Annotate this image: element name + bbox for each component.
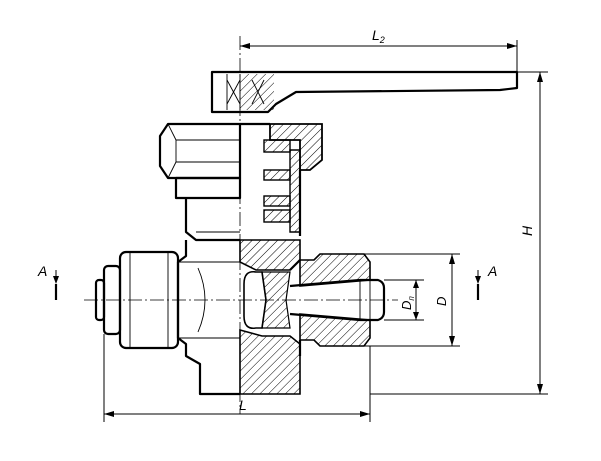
dn-label: Dп xyxy=(399,296,416,310)
dimension-l: L xyxy=(103,334,371,422)
right-connector-section xyxy=(289,253,386,356)
body-section xyxy=(239,239,301,395)
section-a-right-label: A xyxy=(487,263,497,279)
dimension-dn: Dп xyxy=(384,279,424,321)
section-a-left-label: A xyxy=(37,263,47,279)
d-label: D xyxy=(434,297,449,306)
dimension-d: D xyxy=(364,253,460,347)
l2-label: L2 xyxy=(372,27,385,45)
valve-body xyxy=(176,240,240,396)
dimension-l2: L2 xyxy=(240,27,518,72)
section-marker-right: A xyxy=(475,263,497,300)
l-label: L xyxy=(239,397,247,413)
h-label: H xyxy=(519,225,535,236)
section-marker-left: A xyxy=(37,263,59,300)
valve-neck xyxy=(184,198,240,242)
gland-section xyxy=(240,122,323,236)
handle-lever xyxy=(210,70,519,114)
hex-nut xyxy=(158,122,242,200)
dimension-h: H xyxy=(370,71,548,395)
